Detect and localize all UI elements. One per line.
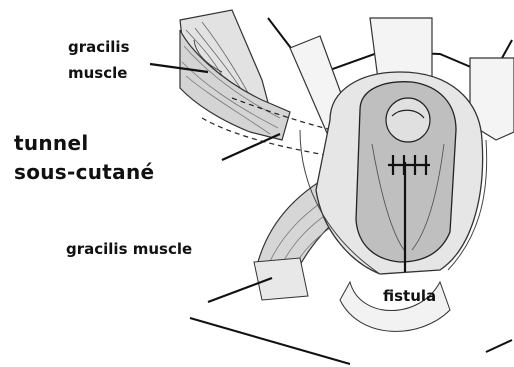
label-fistula: fistula xyxy=(383,287,436,305)
leader-tunnel xyxy=(222,134,280,160)
label-gracilis-top-line1: gracilis xyxy=(68,34,130,60)
label-tunnel-line2: sous-cutané xyxy=(14,158,154,187)
label-gracilis-muscle-bottom: gracilis muscle xyxy=(66,240,192,258)
label-tunnel-line1: tunnel xyxy=(14,129,154,158)
label-gracilis-top-line2: muscle xyxy=(68,60,130,86)
label-tunnel-sous-cutane: tunnel sous-cutané xyxy=(14,129,154,187)
label-gracilis-muscle-top: gracilis muscle xyxy=(68,34,130,86)
